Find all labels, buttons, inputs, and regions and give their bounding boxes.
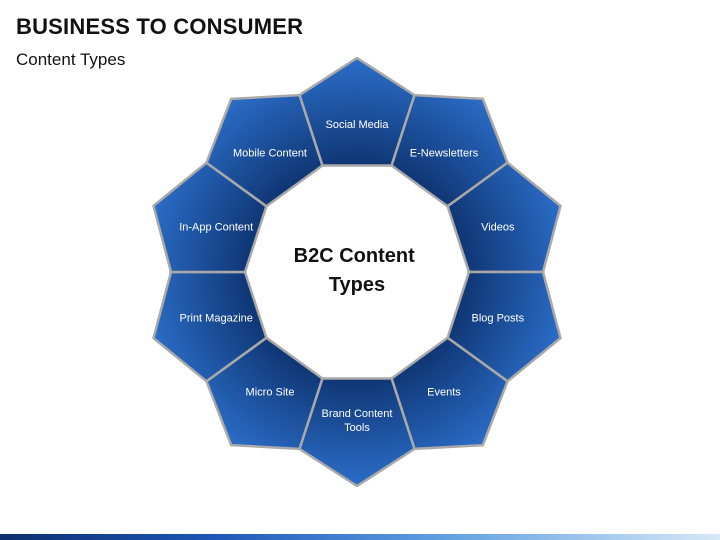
segment-label: Print Magazine [180, 313, 253, 325]
segment-label-line: Social Media [326, 119, 390, 131]
segment-label-line: Mobile Content [233, 147, 307, 159]
segment-shape [446, 270, 562, 383]
segment-shape [152, 161, 268, 274]
segment-label: Blog Posts [472, 313, 525, 325]
segment-label: E-Newsletters [410, 147, 479, 159]
segment-shape [205, 336, 324, 451]
segment-shape [152, 270, 268, 383]
segment-group [152, 56, 562, 488]
center-label: B2C Content Types [294, 245, 421, 296]
segment-shape [390, 336, 509, 451]
segment-label-line: Print Magazine [180, 313, 253, 325]
footer-gradient-bar [0, 534, 720, 540]
segment-label-line: Videos [481, 221, 515, 233]
segment-label: Micro Site [246, 387, 295, 399]
segment-label-line: In-App Content [179, 221, 253, 233]
segment-label-line: Events [427, 387, 461, 399]
segment-label-line: E-Newsletters [410, 147, 479, 159]
segment-label: Social Media [326, 119, 390, 131]
segment-shape [390, 93, 509, 208]
segment-label: Events [427, 387, 461, 399]
segment-label: In-App Content [179, 221, 253, 233]
page-subtitle: Content Types [16, 50, 126, 69]
segment-label-line: Brand Content [322, 408, 393, 420]
segment-label: Mobile Content [233, 147, 307, 159]
center-label-line-2: Types [329, 274, 385, 296]
segment-shape [446, 161, 562, 274]
segment-label-line: Blog Posts [472, 313, 525, 325]
page-title: BUSINESS TO CONSUMER [16, 14, 304, 39]
center-label-line-1: B2C Content [294, 245, 415, 267]
segment-shape [298, 377, 416, 488]
segment-label: Videos [481, 221, 515, 233]
segment-shape [205, 93, 324, 208]
segment-label-line: Tools [344, 422, 370, 434]
segment-label-line: Micro Site [246, 387, 295, 399]
